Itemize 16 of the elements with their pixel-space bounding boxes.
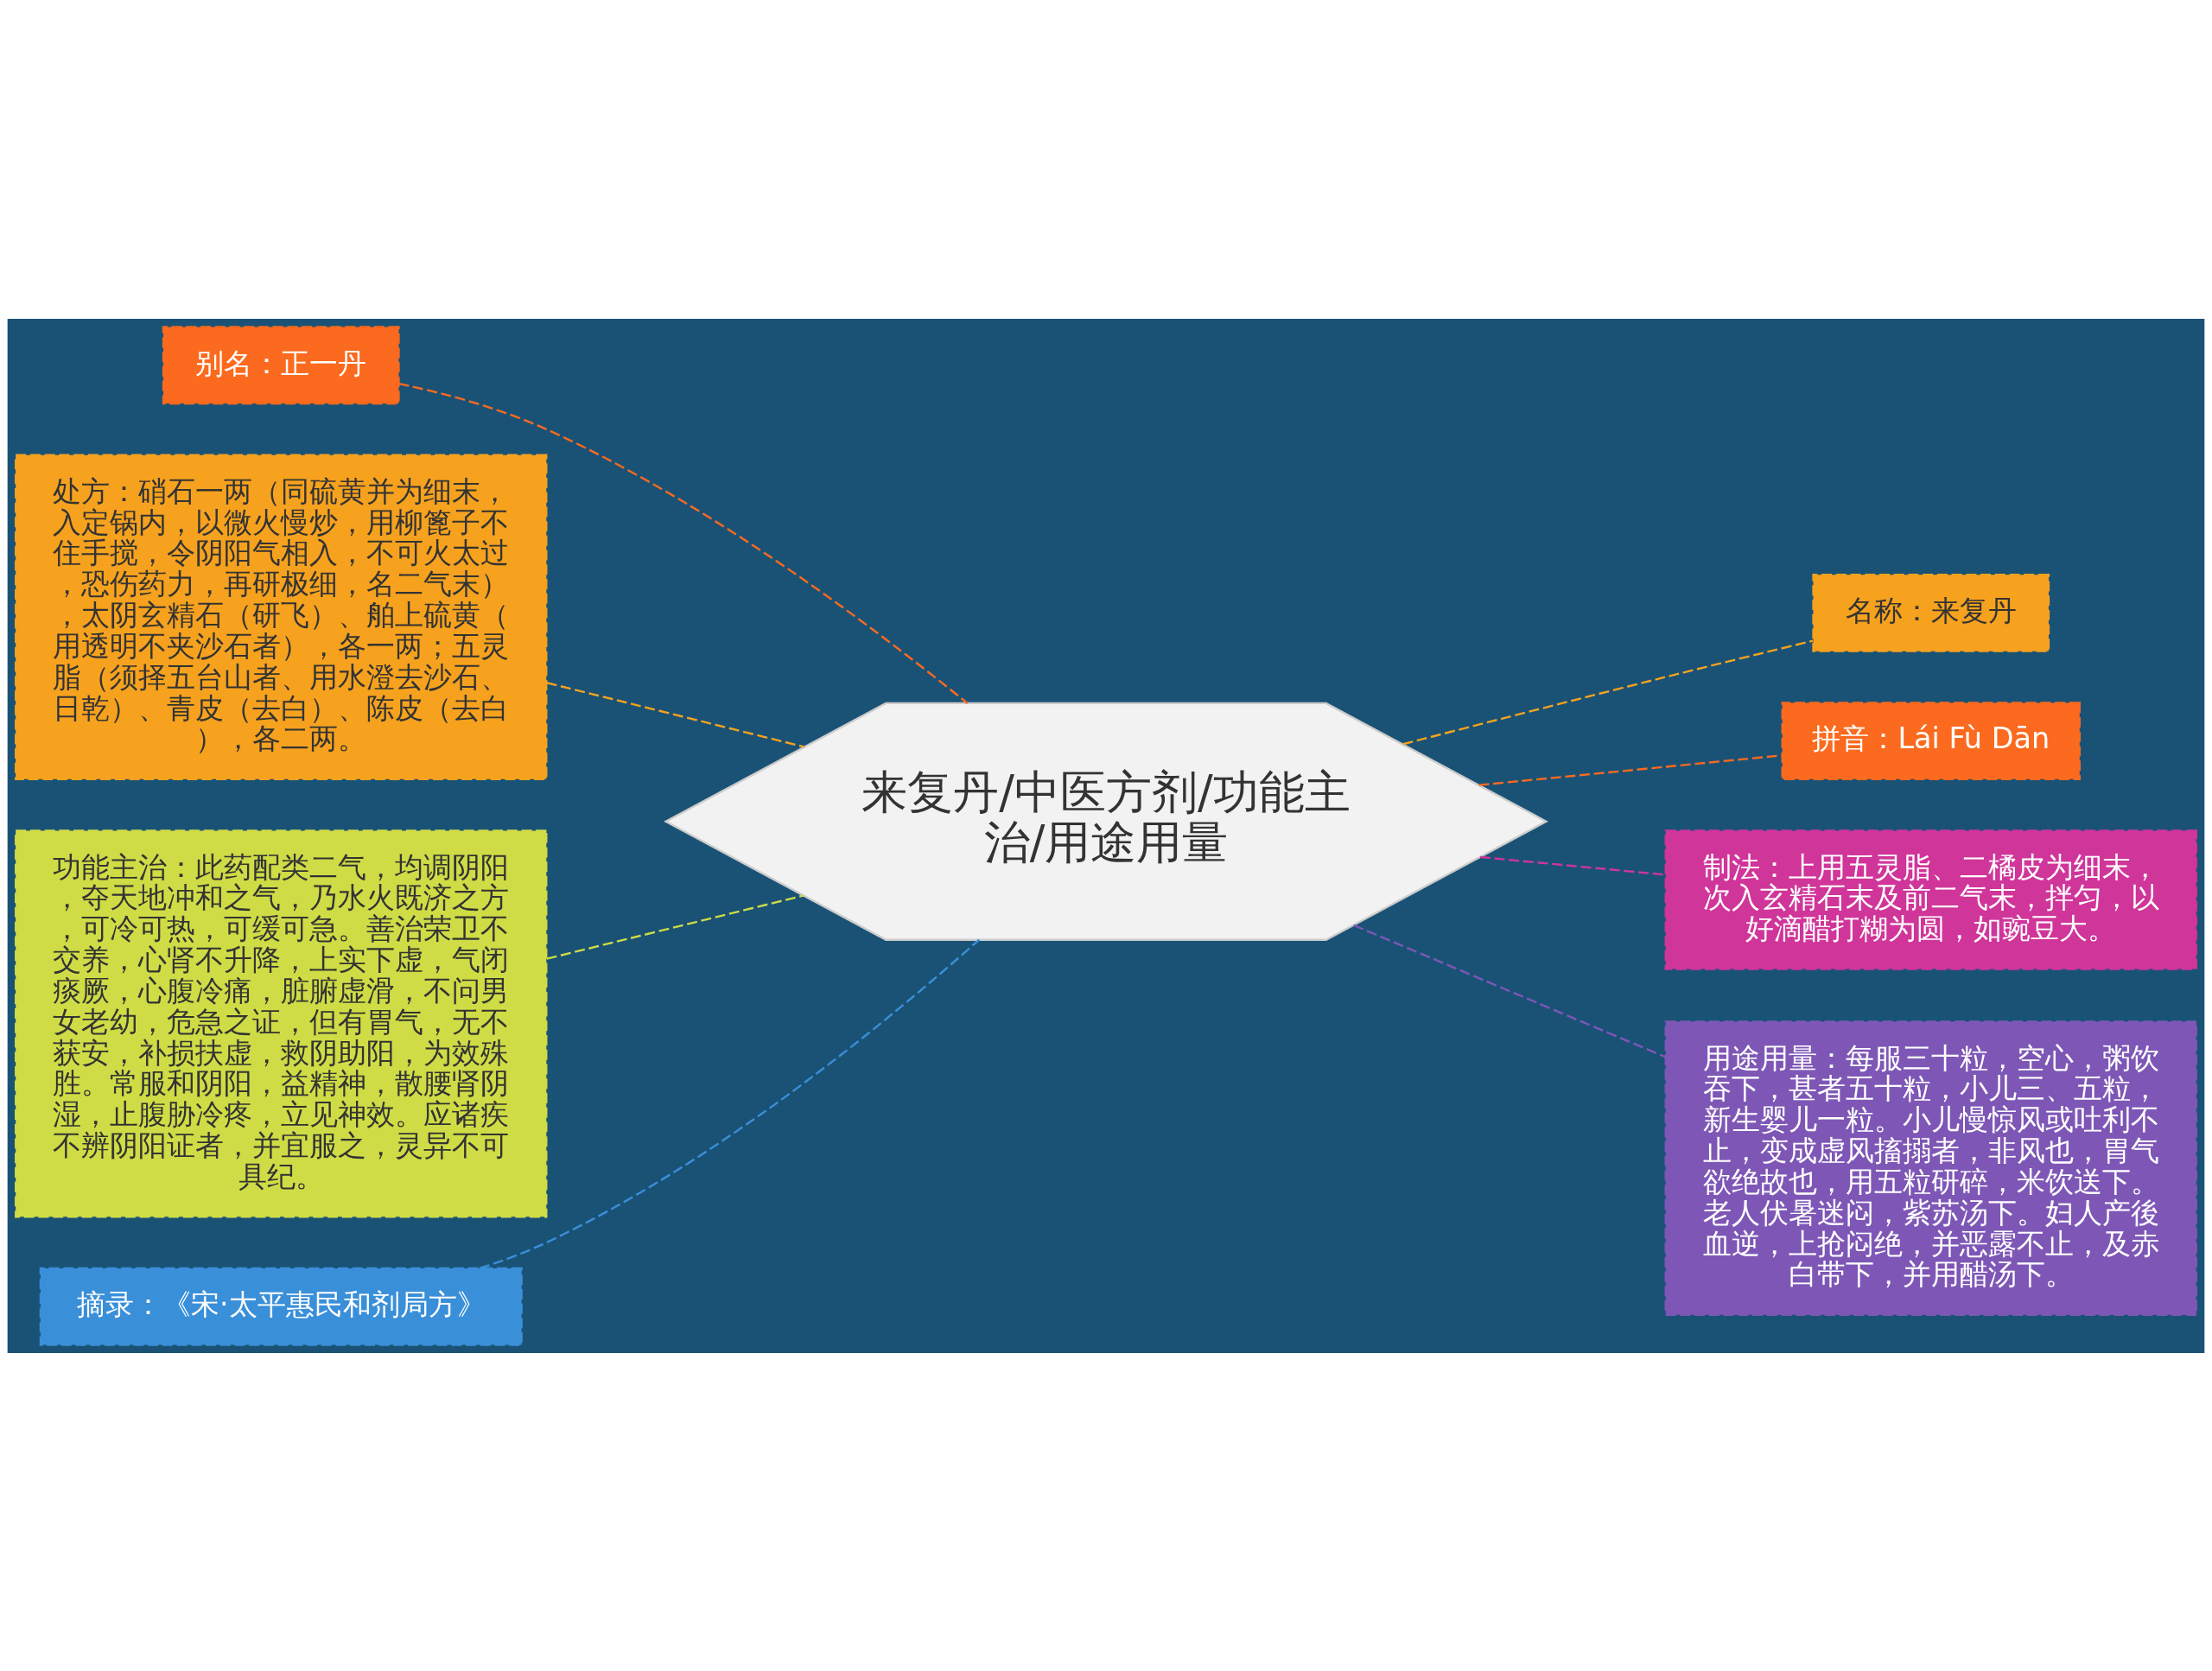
- node-box: 名称：来复丹: [1812, 573, 2050, 652]
- connector: [1402, 639, 1814, 745]
- connector: [1479, 855, 1666, 876]
- node-box: 拼音：Lái Fù Dān: [1781, 701, 2081, 780]
- connector: [398, 382, 969, 704]
- node-box: 用途用量：每服三十粒，空心，粥饮吞下，甚者五十粒，小儿三、五粒，新生婴儿一粒。小儿慢惊风或吐利不止，变成虚风搐搦者，非风也，胃气欲绝故也，用五粒研碎，米饮送下。老人伏暑迷闷，紫苏汤下。妇人产後血逆，上抢闷绝，并恶露不止，及赤白带下，并用醋汤下。: [1664, 1020, 2197, 1316]
- node-box: 功能主治：此药配类二气，均调阴阳，夺天地冲和之气，乃水火既济之方，可冷可热，可缓可急。善治荣卫不交养，心肾不升降，上实下虚，气闭痰厥，心腹冷痛，脏腑虚滑，不问男女老幼，危急之证，但有胃气，无不获安，补损扶虚，救阴助阳，为效殊胜。常服和阴阳，益精神，散腰肾阴湿，止腹胁冷疼，立见神效。应诸疾不辨阴阳证者，并宜服之，灵异不可具纪。: [15, 829, 548, 1217]
- node-box: 别名：正一丹: [162, 325, 400, 404]
- node-box: 处方：硝石一两（同硫黄并为细末，入定锅内，以微火慢炒，用柳篦子不住手搅，令阴阳气相入，不可火太过，恐伤药力，再研极细，名二气末），太阴玄精石（研飞）、舶上硫黄（用透明不夹沙石者），各一两；五灵脂（须择五台山者、用水澄去沙石、日乾）、青皮（去白）、陈皮（去白），各二两。: [15, 454, 548, 780]
- node-box: 摘录：《宋·太平惠民和剂局方》: [39, 1267, 523, 1346]
- connector: [546, 681, 804, 748]
- connector: [479, 938, 981, 1269]
- connector: [1478, 753, 1782, 786]
- connector: [546, 893, 804, 960]
- node-box: 制法：上用五灵脂、二橘皮为细末，次入玄精石末及前二气末，拌匀，以好滴醋打糊为圆，如豌豆大。: [1664, 829, 2197, 970]
- connector: [1353, 924, 1666, 1058]
